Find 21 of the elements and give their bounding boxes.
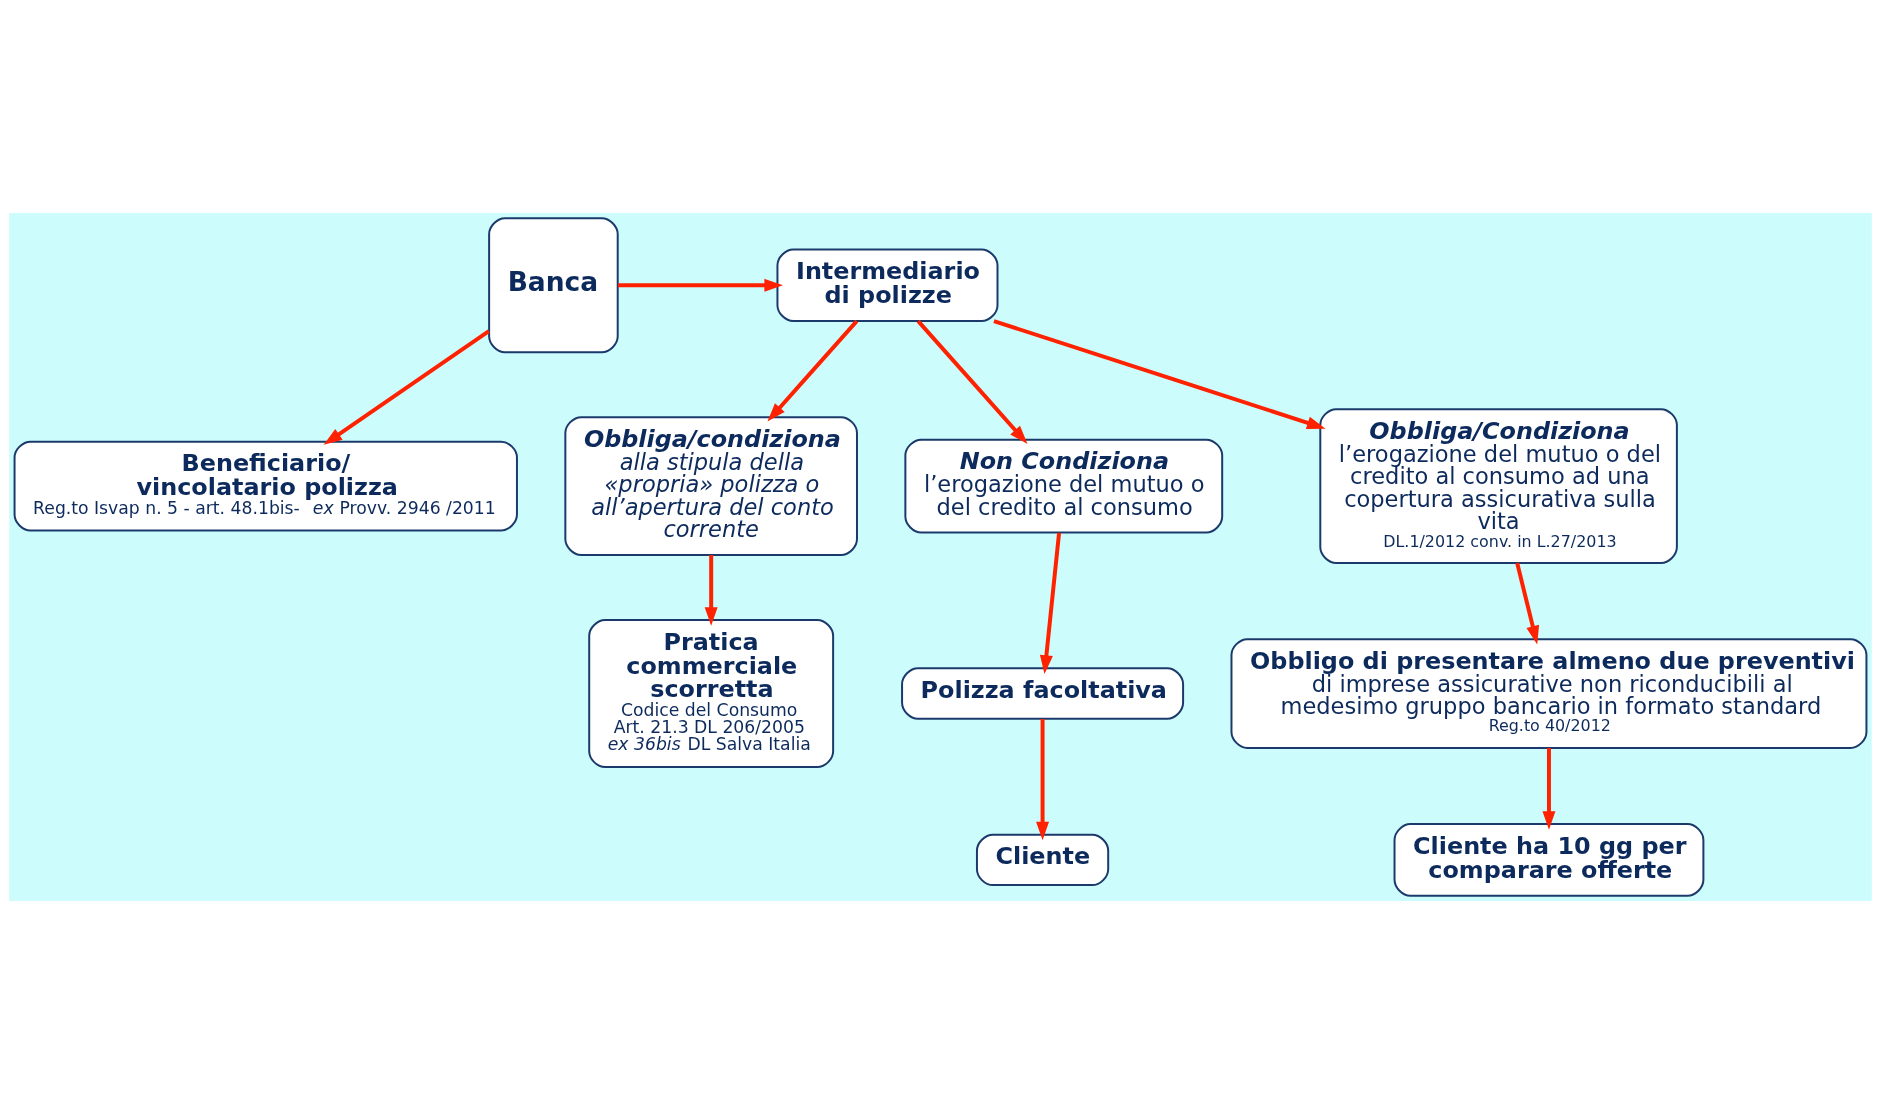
node-box: Pratica commerciale scorretta Codice del Consumo Art. 21.3 DL 206/2005 ex 36bis DL Salva Italia bbox=[587, 618, 834, 768]
node-box: Polizza facoltativa bbox=[900, 666, 1184, 720]
node-box: Obbliga/condiziona alla stipula della «propria» polizza o all’apertura del conto corrente bbox=[563, 415, 858, 556]
node-box: Cliente bbox=[975, 833, 1109, 886]
arrow bbox=[1035, 718, 1049, 840]
node-box: Cliente ha 10 gg per comparare offerte bbox=[1393, 822, 1704, 897]
arrow bbox=[617, 278, 783, 292]
node-box: Obbligo di presentare almeno due preventivi di imprese assicurative non riconducibili al medesimo gruppo bancario in formato standard Reg.to 40/2012 bbox=[1229, 637, 1867, 749]
arrow bbox=[1039, 532, 1061, 674]
node-box: Non Condiziona l’erogazione del mutuo o del credito al consumo bbox=[903, 438, 1223, 533]
arrow bbox=[992, 318, 1326, 429]
arrow bbox=[1541, 747, 1555, 830]
node-box: Obbliga/Condiziona l’erogazione del mutuo o del credito al consumo ad una copertura assicurativa sulla vita DL.1/2012 conv. in L.27/2013 bbox=[1318, 407, 1678, 564]
node-box: Intermediario di polizze bbox=[775, 247, 998, 322]
arrow bbox=[916, 319, 1027, 444]
node-box: Banca bbox=[487, 216, 619, 353]
arrow bbox=[766, 319, 858, 421]
arrow bbox=[1514, 562, 1539, 644]
node-box: Beneficiario/ vincolatario polizza Reg.to Isvap n. 5 - art. 48.1bis- ex Provv. 2946 /2011 bbox=[13, 440, 518, 531]
arrow bbox=[323, 328, 490, 445]
arrow bbox=[704, 554, 718, 626]
